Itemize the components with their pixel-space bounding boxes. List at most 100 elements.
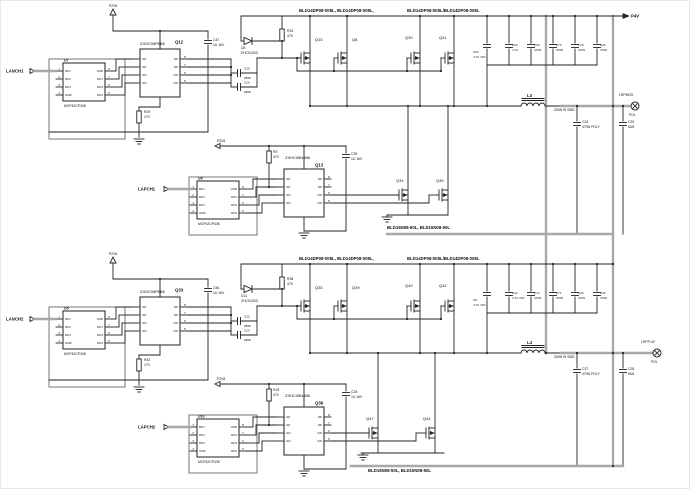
pin-label: GN [142,321,147,325]
pin-label: DP3 [97,333,103,337]
junction-dot [611,351,615,355]
p-mosfet-q42 [449,303,454,309]
p-mosfet-q30 [415,55,420,61]
pin-number: 8 [184,303,186,307]
p-mosfet-q8 [342,55,347,61]
pin-number: 7 [242,431,244,435]
junction-dot [345,262,349,266]
ic-part: MCP42CP43K [64,104,87,108]
pin-number: 2 [58,323,60,327]
pin-label: DP1 [97,77,103,81]
pin-number: 5 [108,91,110,95]
power-arrow-icon [109,255,117,264]
diode-ref: D8 [241,46,245,50]
cap-ref: C20 [628,120,634,124]
cap-value: 4.7U 16V [473,303,486,307]
driver-ref: Q36 [315,401,324,406]
junction-dot [446,104,450,108]
fet-part-note: BLD15N08-50L, BLD15N08-50L [387,225,450,230]
p-mosfet-q41 [449,55,454,61]
cap-value: 680P [244,338,251,342]
mosfet-ref: Q45 [436,178,444,183]
pin-label: GND [199,211,207,215]
cap-ref: C12 [512,291,518,295]
pin-number: 7 [328,183,330,187]
pin-label: GP [286,415,290,419]
pin-label: VDD [231,187,238,191]
inductor-symbol [520,102,546,107]
junction-dot [158,277,162,281]
power-net-label: P2V8 [109,4,117,8]
inductor-value: 330N W SMD [554,355,575,359]
inductor-value: 330N W SMD [554,108,575,112]
pin-label: DN [318,439,322,443]
inductor-symbol [520,349,546,354]
power-arrow-icon [109,7,117,16]
ic-part: MCP42CP43K [198,222,221,226]
junction-dot [575,351,579,355]
junction-dot [376,351,380,355]
cap-ref: C28 [351,390,357,394]
cap-value: 4.7U 16V [473,55,486,59]
diode-ref: D11 [241,294,247,298]
cap-value: 470N [534,296,541,300]
res-value: 470 [273,155,279,159]
fet-part-note: BLD14DP08-008L/BLD14DP08-008L [407,256,480,261]
res-value: 47K [287,34,294,38]
ic-u10 [196,418,240,458]
pin-label: DP2 [199,433,205,437]
cap-ref: C29 [600,43,606,47]
driver-part: ZXHC08P888 [140,41,165,46]
pin-number: 8 [242,185,244,189]
ic-part: MCP42CP43K [64,352,87,356]
ic-ref: U10 [198,415,205,419]
pin-label: DP3 [65,85,71,89]
pin-number: 3 [58,331,60,335]
p-mosfet-q39 [342,303,347,309]
pin-label: GND [65,341,73,345]
pin-label: GP [286,177,290,181]
cap-ref: C74 [534,291,540,295]
driver-ref: Q33 [175,288,184,293]
pin-label: DN [318,201,322,205]
cap-value: 680P [244,90,251,94]
cap-value: 470N [578,48,585,52]
fet-part-note: BLD15N08-50L, BLD15N08-50L [368,468,431,473]
resistor-symbol [266,150,272,164]
junction-dot [308,262,312,266]
junction-dot [406,104,410,108]
power-net-label: P2V8 [109,252,117,256]
pin-label: DP3 [231,203,237,207]
pin-number: 7 [184,63,186,67]
pin-number: 5 [328,437,330,441]
junction-dot [302,144,306,148]
junction-dot [302,382,306,386]
res-ref: R42 [144,358,150,362]
pin-label: GN [286,193,291,197]
res-ref: R38 [287,277,293,281]
cap-value: 1U 16V [213,291,225,295]
pin-label: DN [174,73,178,77]
p-mosfet-q40 [415,303,420,309]
pad-sub-label: POL [651,360,658,364]
junction-dot [551,14,555,18]
junction-dot [595,262,599,266]
input-port-icon [29,315,36,323]
pin-label: DP2 [65,325,71,329]
driver-part: ZXHC08P888 [140,289,165,294]
cap-ref: C8 [473,298,477,302]
pin-label: GN [286,431,291,435]
junction-dot [280,304,284,308]
junction-dot [345,14,349,18]
pin-label: DP2 [199,195,205,199]
cap-ref: C24 [582,120,588,124]
cap-value: 6U8 [628,372,634,376]
p-mosfet-q35 [305,303,310,309]
mosfet-ref: Q15 [315,37,323,42]
pin-number: 2 [192,431,194,435]
cap-value: 470N POLY [582,372,601,376]
pin-label: VDD [97,317,104,321]
res-ref: R29 [144,110,150,114]
junction-dot [544,351,548,355]
